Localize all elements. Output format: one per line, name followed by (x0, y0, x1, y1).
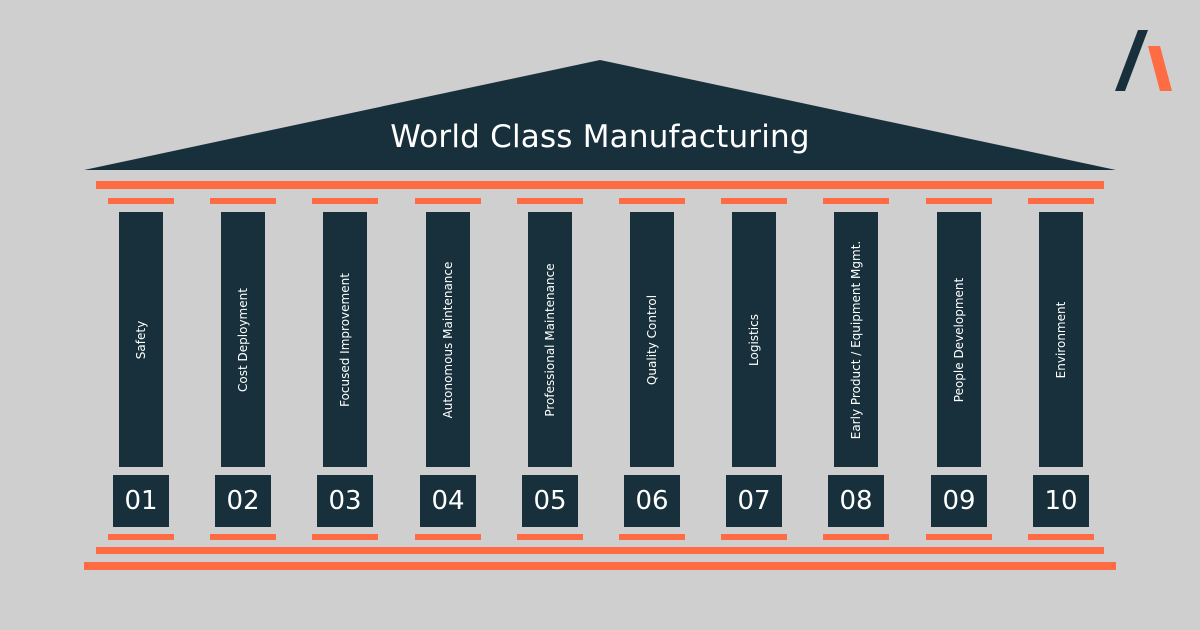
pillar-capital (108, 198, 174, 204)
pillar-label: Environment (1054, 301, 1068, 378)
pillar-shaft: Focused Improvement (323, 212, 367, 467)
pillar-shaft: Autonomous Maintenance (426, 212, 470, 467)
pillar-plinth (721, 534, 787, 540)
roof-pediment (84, 60, 1116, 170)
pillar-capital (517, 198, 583, 204)
pillar-label: Logistics (747, 313, 761, 366)
pillar-plinth (415, 534, 481, 540)
pillar-number-badge: 01 (113, 475, 169, 527)
stylobate-top-step (96, 547, 1104, 554)
pillar-plinth (312, 534, 378, 540)
pillar-shaft: Logistics (732, 212, 776, 467)
pillar-number-badge: 02 (215, 475, 271, 527)
pillar-plinth (619, 534, 685, 540)
temple-roof (84, 60, 1116, 170)
pillar-capital (1028, 198, 1094, 204)
pillar-label: Professional Maintenance (543, 262, 557, 417)
pillar-label: People Development (952, 277, 966, 402)
pillar-shaft: People Development (937, 212, 981, 467)
entablature-bar (96, 181, 1104, 189)
pillar-plinth (210, 534, 276, 540)
pillar-capital (619, 198, 685, 204)
pillar-plinth (1028, 534, 1094, 540)
pillar-capital (312, 198, 378, 204)
pillar-number-badge: 09 (931, 475, 987, 527)
pillar-number-badge: 10 (1033, 475, 1089, 527)
stylobate-bottom-step (84, 562, 1116, 570)
pillar-label: Safety (134, 320, 148, 359)
pillar-shaft: Early Product / Equipment Mgmt. (834, 212, 878, 467)
pillar-shaft: Cost Deployment (221, 212, 265, 467)
pillar-number-badge: 07 (726, 475, 782, 527)
pillar-capital (823, 198, 889, 204)
diagram-title: World Class Manufacturing (390, 119, 810, 155)
pillar-shaft: Quality Control (630, 212, 674, 467)
pillar-capital (721, 198, 787, 204)
pillar-shaft: Professional Maintenance (528, 212, 572, 467)
pillar-number-badge: 05 (522, 475, 578, 527)
pillar-plinth (108, 534, 174, 540)
pillar-plinth (517, 534, 583, 540)
pillar-capital (210, 198, 276, 204)
pillar-plinth (926, 534, 992, 540)
pillar-label: Early Product / Equipment Mgmt. (849, 240, 863, 439)
pillar-plinth (823, 534, 889, 540)
brand-a-logo-icon (1115, 30, 1172, 91)
pillar-capital (415, 198, 481, 204)
pillar-label: Focused Improvement (338, 272, 352, 407)
pillar-number-badge: 04 (420, 475, 476, 527)
pillar-capital (926, 198, 992, 204)
pillar-number-badge: 08 (828, 475, 884, 527)
pillar-shaft: Environment (1039, 212, 1083, 467)
pillar-shaft: Safety (119, 212, 163, 467)
pillar-label: Autonomous Maintenance (441, 261, 455, 418)
pillar-number-badge: 03 (317, 475, 373, 527)
pillar-number-badge: 06 (624, 475, 680, 527)
pillar-label: Cost Deployment (236, 287, 250, 392)
pillar-label: Quality Control (645, 294, 659, 385)
